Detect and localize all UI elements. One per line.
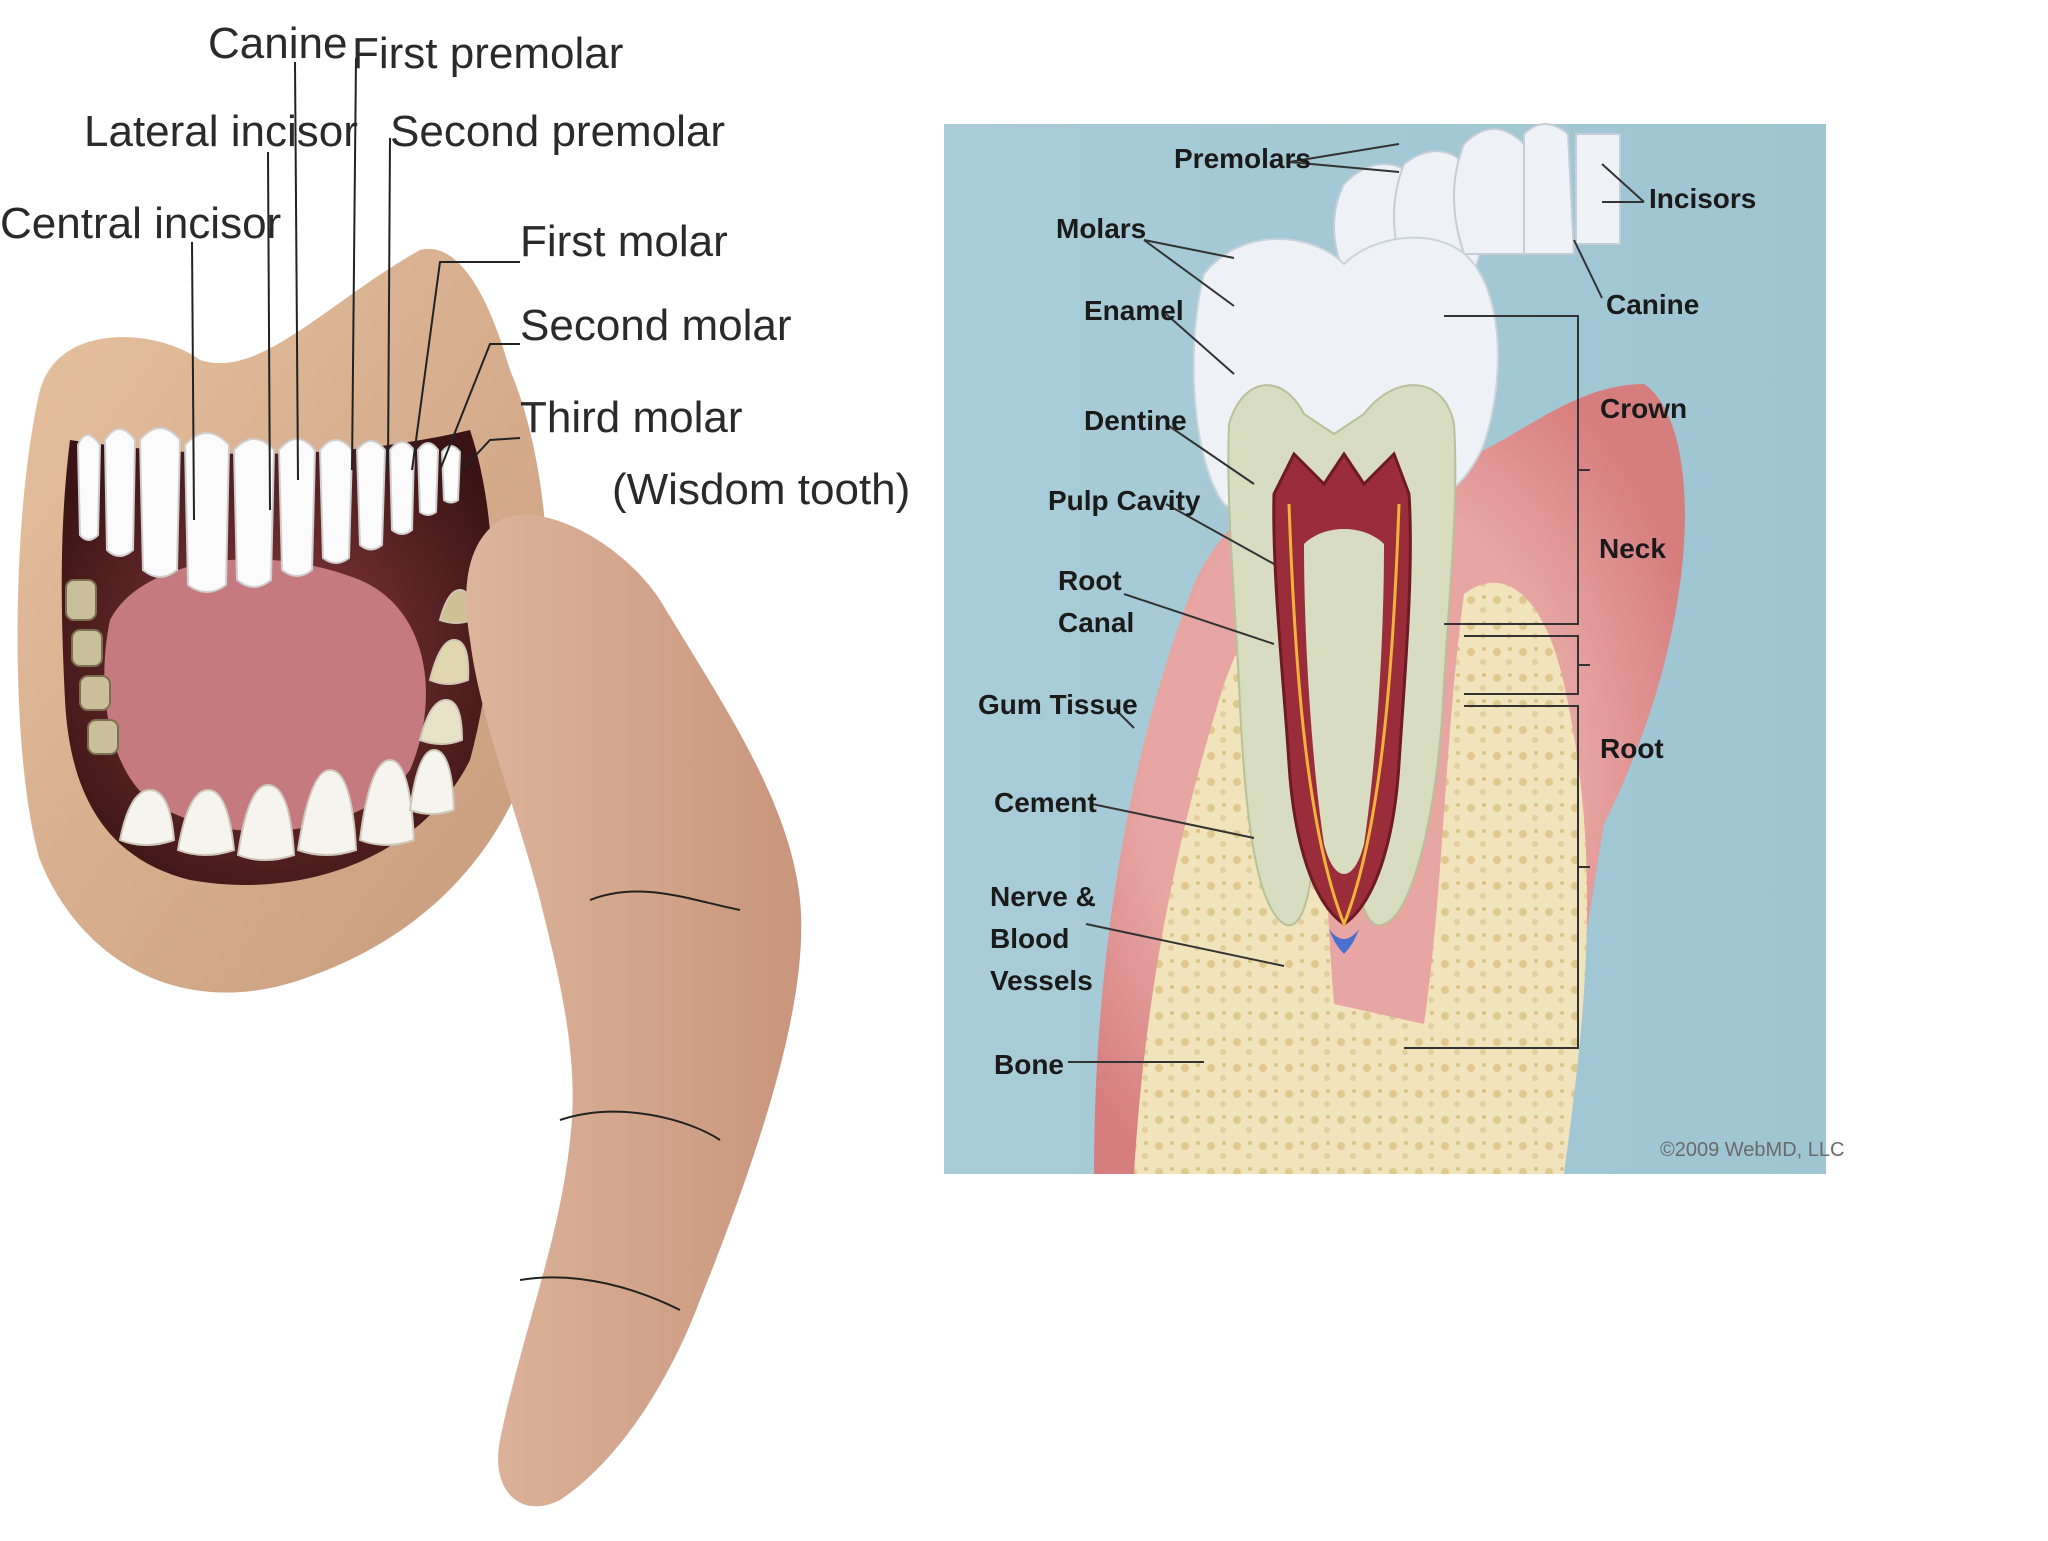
finger-crease-2 (559, 1110, 721, 1141)
label-wisdom-tooth: (Wisdom tooth) (612, 465, 910, 514)
label-first-molar: First molar (520, 217, 728, 266)
label-gum-tissue: Gum Tissue (978, 689, 1138, 720)
label-nerve-1: Nerve & (990, 881, 1096, 912)
label-third-molar: Third molar (520, 393, 743, 442)
label-root: Root (1600, 733, 1664, 764)
label-lateral-incisor: Lateral incisor (84, 107, 358, 156)
label-molars: Molars (1056, 213, 1146, 244)
finger-crease-1 (589, 890, 741, 911)
label-first-premolar: First premolar (352, 29, 623, 78)
label-root-canal-2: Canal (1058, 607, 1134, 638)
label-enamel: Enamel (1084, 295, 1184, 326)
label-premolars: Premolars (1174, 143, 1311, 174)
tooth-leader-lines (1068, 143, 1645, 1063)
label-canine: Canine (1606, 289, 1699, 320)
nerve-line (1287, 503, 1401, 929)
label-pulp-cavity: Pulp Cavity (1048, 485, 1201, 516)
label-second-molar: Second molar (520, 301, 791, 350)
finger-crease-3 (519, 1276, 681, 1311)
label-root-canal-1: Root (1058, 565, 1122, 596)
mouth-leader-lines (191, 57, 521, 521)
tooth-cross-section-diagram: Premolars Incisors Molars Canine Enamel … (944, 123, 1844, 1174)
label-bone: Bone (994, 1049, 1064, 1080)
label-nerve-2: Blood (990, 923, 1069, 954)
tooth-illustration: Premolars Incisors Molars Canine Enamel … (944, 123, 1844, 1174)
lower-teeth (118, 588, 474, 861)
mouth-diagram: Canine First premolar Lateral incisor Se… (0, 0, 910, 1536)
background-teeth (1333, 123, 1621, 275)
finger (466, 514, 802, 1507)
upper-teeth (76, 427, 462, 593)
copyright-notice: ©2009 WebMD, LLC (1660, 1139, 1844, 1161)
left-molars (65, 579, 119, 755)
label-incisors: Incisors (1649, 183, 1756, 214)
label-neck: Neck (1599, 533, 1666, 564)
label-central-incisor: Central incisor (0, 199, 281, 248)
mouth-illustration: Canine First premolar Lateral incisor Se… (0, 19, 910, 1507)
pulp-inner (1304, 529, 1384, 874)
label-cement: Cement (994, 787, 1097, 818)
label-dentine: Dentine (1084, 405, 1187, 436)
label-crown: Crown (1600, 393, 1687, 424)
label-second-premolar: Second premolar (390, 107, 725, 156)
label-canine: Canine (208, 19, 347, 68)
label-nerve-3: Vessels (990, 965, 1093, 996)
tongue (104, 559, 426, 832)
region-brackets (1404, 315, 1590, 1049)
vessel-tip (1329, 929, 1359, 954)
